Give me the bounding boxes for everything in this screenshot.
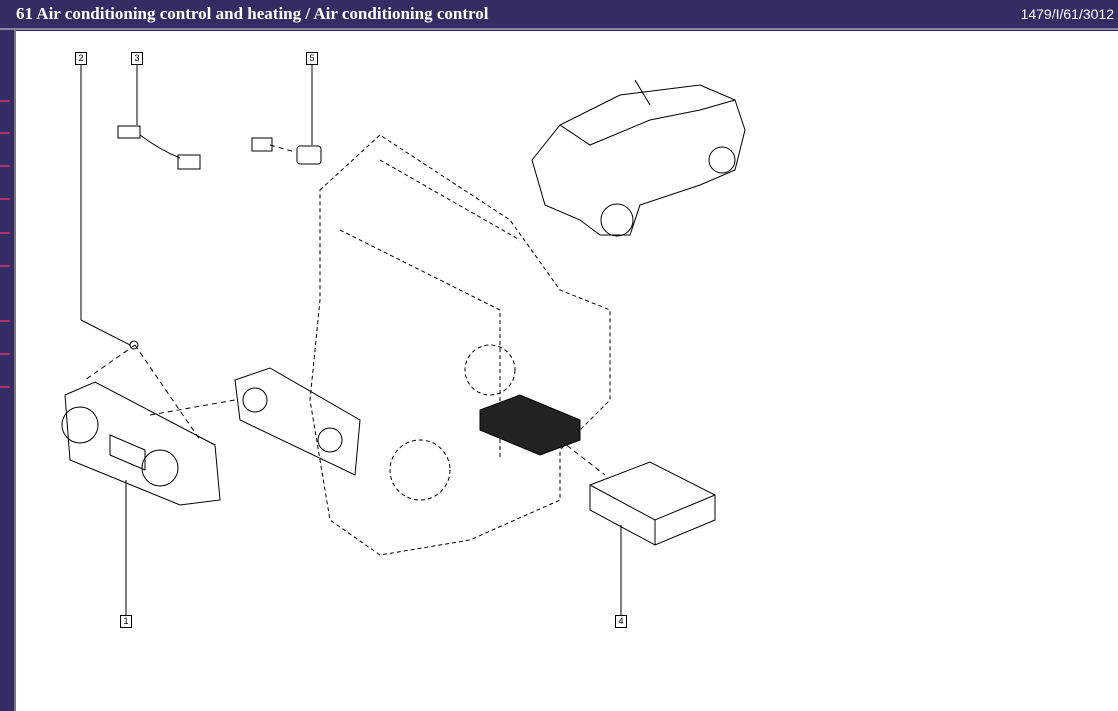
connector-icon — [251, 137, 273, 152]
callout-2[interactable]: 2 — [75, 52, 87, 65]
fitted-module-icon — [479, 394, 581, 456]
page-title: 61 Air conditioning control and heating … — [16, 4, 489, 23]
sensor-wire-harness-icon — [117, 125, 201, 170]
nav-tick[interactable] — [0, 100, 10, 102]
nav-tick[interactable] — [0, 265, 10, 267]
callout-1[interactable]: 1 — [120, 615, 132, 628]
fitted-control-panel-icon — [234, 367, 361, 476]
callout-5[interactable]: 5 — [306, 52, 318, 65]
heater-unit-icon — [309, 134, 611, 556]
control-module-icon — [589, 461, 716, 546]
nav-tick[interactable] — [0, 165, 10, 167]
callout-4[interactable]: 4 — [615, 615, 627, 628]
exploded-view-drawing — [61, 64, 746, 615]
diagram-canvas: 2 3 5 1 4 — [16, 31, 1118, 711]
leader-line-2 — [80, 319, 131, 346]
nav-tick[interactable] — [0, 232, 10, 234]
screw-icon — [129, 340, 139, 350]
control-panel-icon — [61, 381, 221, 506]
nav-tick[interactable] — [0, 353, 10, 355]
left-navigation-strip[interactable] — [0, 30, 16, 711]
nav-tick[interactable] — [0, 198, 10, 200]
switch-icon — [296, 145, 322, 165]
title-bar: 61 Air conditioning control and heating … — [0, 0, 1118, 30]
vehicle-icon — [531, 79, 746, 237]
document-reference: 1479/I/61/3012 — [1020, 6, 1114, 22]
nav-tick[interactable] — [0, 320, 10, 322]
callout-3[interactable]: 3 — [131, 52, 143, 65]
nav-tick[interactable] — [0, 386, 10, 388]
nav-tick[interactable] — [0, 132, 10, 134]
